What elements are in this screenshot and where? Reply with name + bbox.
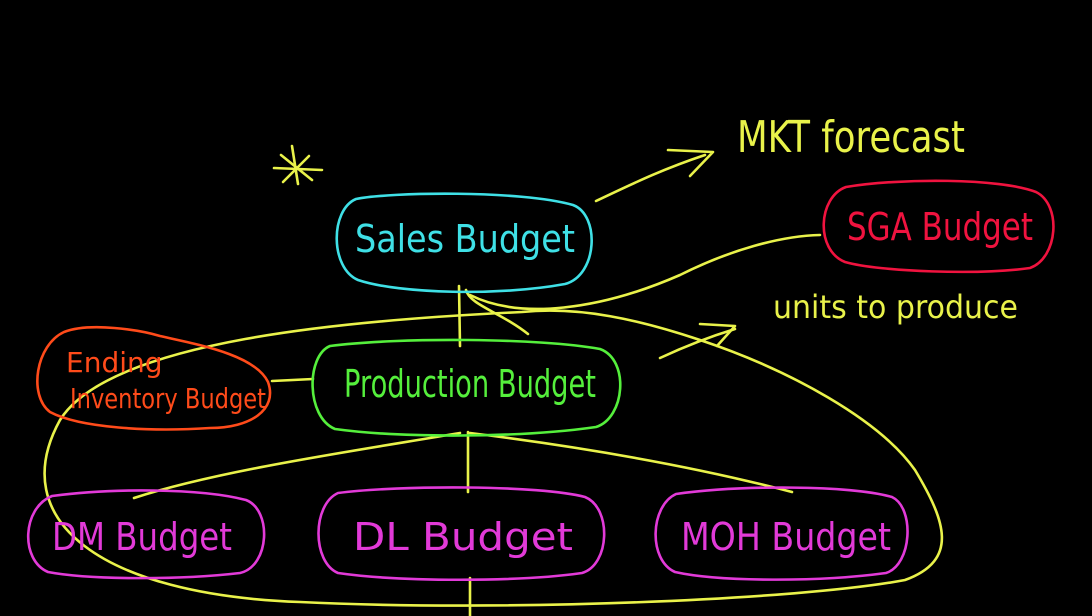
sga-budget-label: SGA Budget [847, 205, 1033, 249]
moh-budget-label: MOH Budget [681, 515, 891, 559]
production-to-ending-inventory [270, 377, 315, 383]
production-to-moh-line [468, 431, 794, 494]
arrow-units-to-produce-head [698, 322, 737, 348]
dl-budget-outline [317, 486, 606, 582]
asterisk-icon [272, 144, 324, 186]
dm-budget-label: DM Budget [52, 515, 232, 559]
dl-budget-label: DL Budget [353, 515, 573, 559]
ending-inventory-label-line2: Inventory Budget [70, 382, 266, 415]
production-to-dm-line [132, 431, 462, 500]
arrow-to-mkt-forecast [594, 153, 707, 203]
sales-branch-curve [464, 288, 530, 336]
units-to-produce-annotation: units to produce [773, 288, 1018, 326]
sga-budget-outline [822, 179, 1055, 274]
moh-budget-outline [654, 486, 909, 581]
big-loop-around-cost-budgets [43, 309, 944, 607]
arrow-to-mkt-forecast-head [666, 148, 715, 178]
dm-budget-outline [26, 489, 266, 580]
ending-inventory-outline [36, 326, 272, 431]
production-budget-label: Production Budget [344, 362, 596, 406]
production-budget-outline [311, 338, 622, 437]
mkt-forecast-annotation: MKT forecast [737, 112, 965, 163]
sales-budget-label: Sales Budget [355, 217, 575, 261]
sales-budget-outline [335, 192, 593, 294]
ending-inventory-label-line1: Ending [66, 346, 163, 379]
arrow-units-to-produce [658, 327, 737, 360]
sales-to-sga-line [468, 233, 822, 311]
